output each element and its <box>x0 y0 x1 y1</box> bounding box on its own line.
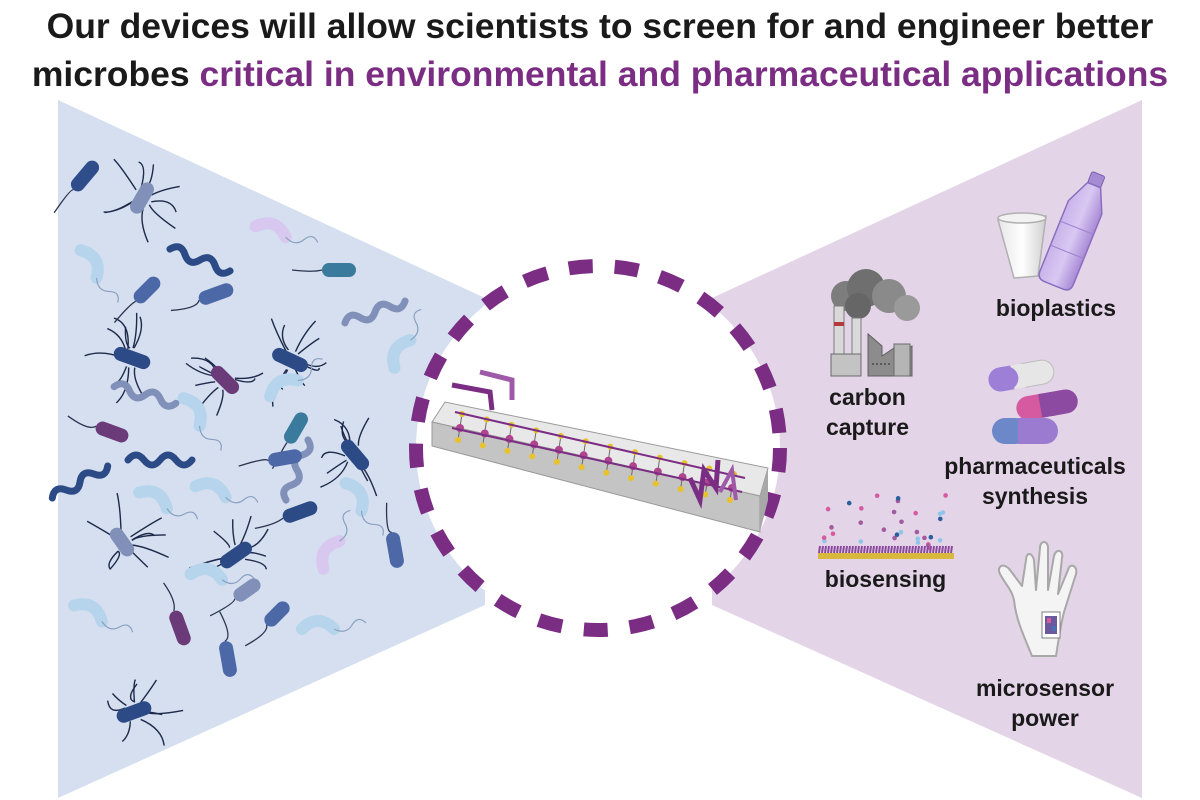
label-microsensor-line1: microsensor <box>975 675 1115 701</box>
label-carbon-capture: carbon capture <box>815 382 920 442</box>
microfluidic-device-icon <box>431 369 769 533</box>
microbe-panel <box>58 100 485 798</box>
plastic-cup-icon <box>997 212 1047 279</box>
label-biosensing: biosensing <box>808 564 963 594</box>
headline: Our devices will allow scientists to scr… <box>0 2 1200 98</box>
factory-icon <box>830 269 920 377</box>
label-microsensor-power: microsensor power <box>960 673 1130 733</box>
biosensor-icon <box>818 493 954 559</box>
label-carbon-capture-line1: carbon <box>829 384 906 410</box>
hand-sensor-icon <box>998 541 1078 657</box>
headline-accent-text: critical in environmental and pharmaceut… <box>199 54 1169 94</box>
label-pharmaceuticals-synthesis: pharmaceuticals synthesis <box>924 451 1146 511</box>
label-biosensing-line1: biosensing <box>824 566 947 592</box>
label-bioplastics: bioplastics <box>981 293 1131 323</box>
microbe-population <box>48 158 422 746</box>
label-bioplastics-line1: bioplastics <box>995 295 1117 321</box>
plastic-bottle-icon <box>1038 171 1105 291</box>
capsule-icon <box>988 359 1078 444</box>
label-carbon-capture-line2: capture <box>825 414 910 440</box>
headline-text: Our devices will allow scientists to scr… <box>31 6 1154 94</box>
label-microsensor-line2: power <box>1011 705 1079 731</box>
label-pharmaceuticals-line2: synthesis <box>981 483 1089 509</box>
label-pharmaceuticals-line1: pharmaceuticals <box>944 453 1126 479</box>
